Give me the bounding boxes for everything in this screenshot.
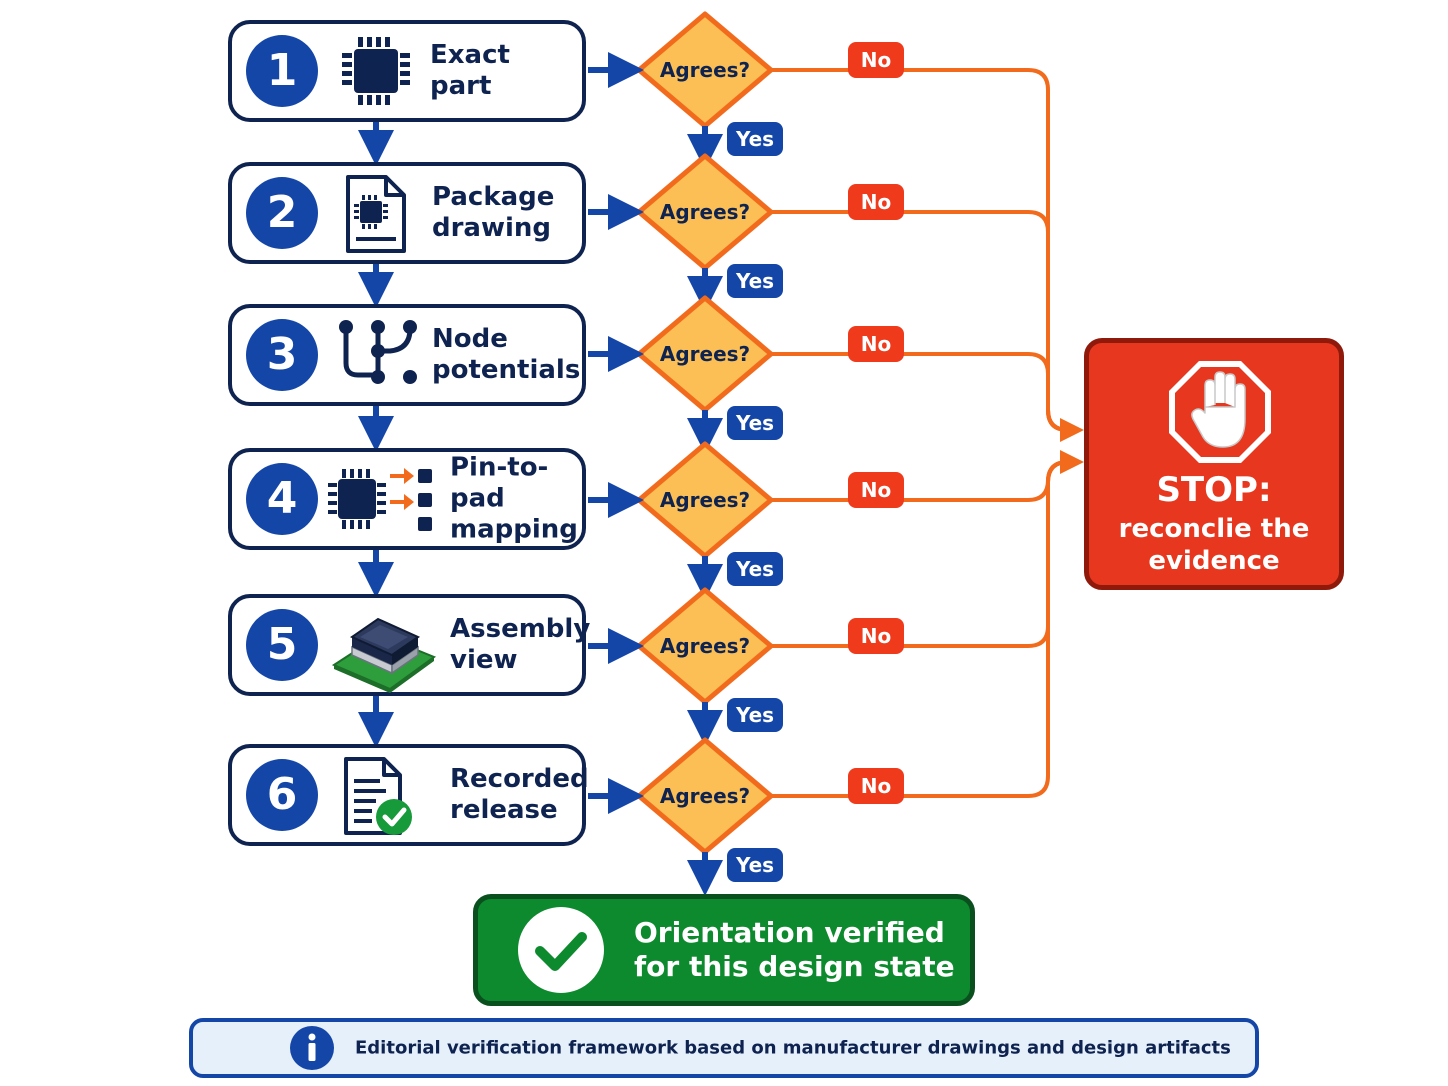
- decision-question: Agrees?: [659, 488, 751, 512]
- footer-text: Editorial verification framework based o…: [355, 1037, 1231, 1059]
- stop-title: STOP:: [1156, 470, 1272, 510]
- no-badge: No: [848, 42, 904, 78]
- arrow-no-to-stop: [771, 210, 1072, 432]
- decision-question: Agrees?: [659, 200, 751, 224]
- yes-badge: Yes: [727, 122, 783, 156]
- step-box-assembly-view: 5 Assembly view: [228, 594, 591, 696]
- decision-question: Agrees?: [659, 342, 751, 366]
- arrow-no-to-stop: [771, 450, 1084, 502]
- step-box-pin-to-pad-mapping: 4 Pin-to-pad mapping: [228, 448, 586, 550]
- yes-badge: Yes: [727, 406, 783, 440]
- step-label: Recorded release: [450, 764, 589, 825]
- stop-subtitle: reconclie the evidence: [1118, 514, 1310, 576]
- no-badge: No: [848, 618, 904, 654]
- yes-badge: Yes: [727, 264, 783, 298]
- step-label: Exact part: [430, 40, 510, 101]
- decision-question: Agrees?: [659, 784, 751, 808]
- step-box-exact-part: 1 Exact part: [228, 20, 586, 122]
- step-number: 6: [246, 759, 318, 831]
- step-label: Pin-to-pad mapping: [450, 452, 578, 545]
- assembly-board-icon: [330, 603, 438, 693]
- stop-box: STOP: reconclie the evidence: [1084, 338, 1344, 590]
- step-box-node-potentials: 3 Node potentials: [228, 304, 586, 406]
- step-number: 3: [246, 319, 318, 391]
- arrow-no-to-stop: [771, 68, 1084, 442]
- no-badge: No: [848, 184, 904, 220]
- step-label: Assembly view: [450, 614, 591, 675]
- step-box-recorded-release: 6 Recorded release: [228, 744, 589, 846]
- no-badge: No: [848, 326, 904, 362]
- chip-mapping-icon: [326, 457, 434, 541]
- document-check-icon: [334, 753, 418, 837]
- yes-badge: Yes: [727, 552, 783, 586]
- footer-note: Editorial verification framework based o…: [189, 1018, 1259, 1078]
- arrow-no-to-stop: [771, 460, 1072, 648]
- step-box-package-drawing: 2 Package drawing: [228, 162, 586, 264]
- chip-icon: [334, 29, 418, 113]
- stop-hand-icon: [1165, 357, 1275, 467]
- step-number: 4: [246, 463, 318, 535]
- yes-badge: Yes: [727, 698, 783, 732]
- decision-question: Agrees?: [659, 58, 751, 82]
- result-box: Orientation verified for this design sta…: [473, 894, 975, 1006]
- arrow-no-to-stop: [771, 352, 1072, 432]
- step-number: 1: [246, 35, 318, 107]
- decision-question: Agrees?: [659, 634, 751, 658]
- checkmark-icon: [516, 905, 606, 995]
- step-number: 2: [246, 177, 318, 249]
- info-icon: [289, 1025, 335, 1071]
- result-text: Orientation verified for this design sta…: [634, 916, 955, 983]
- yes-badge: Yes: [727, 848, 783, 882]
- no-badge: No: [848, 472, 904, 508]
- step-label: Package drawing: [432, 182, 555, 243]
- step-number: 5: [246, 609, 318, 681]
- no-badge: No: [848, 768, 904, 804]
- node-network-icon: [334, 313, 418, 397]
- step-label: Node potentials: [432, 324, 581, 385]
- arrow-no-to-stop: [771, 460, 1072, 798]
- document-chip-icon: [334, 171, 418, 255]
